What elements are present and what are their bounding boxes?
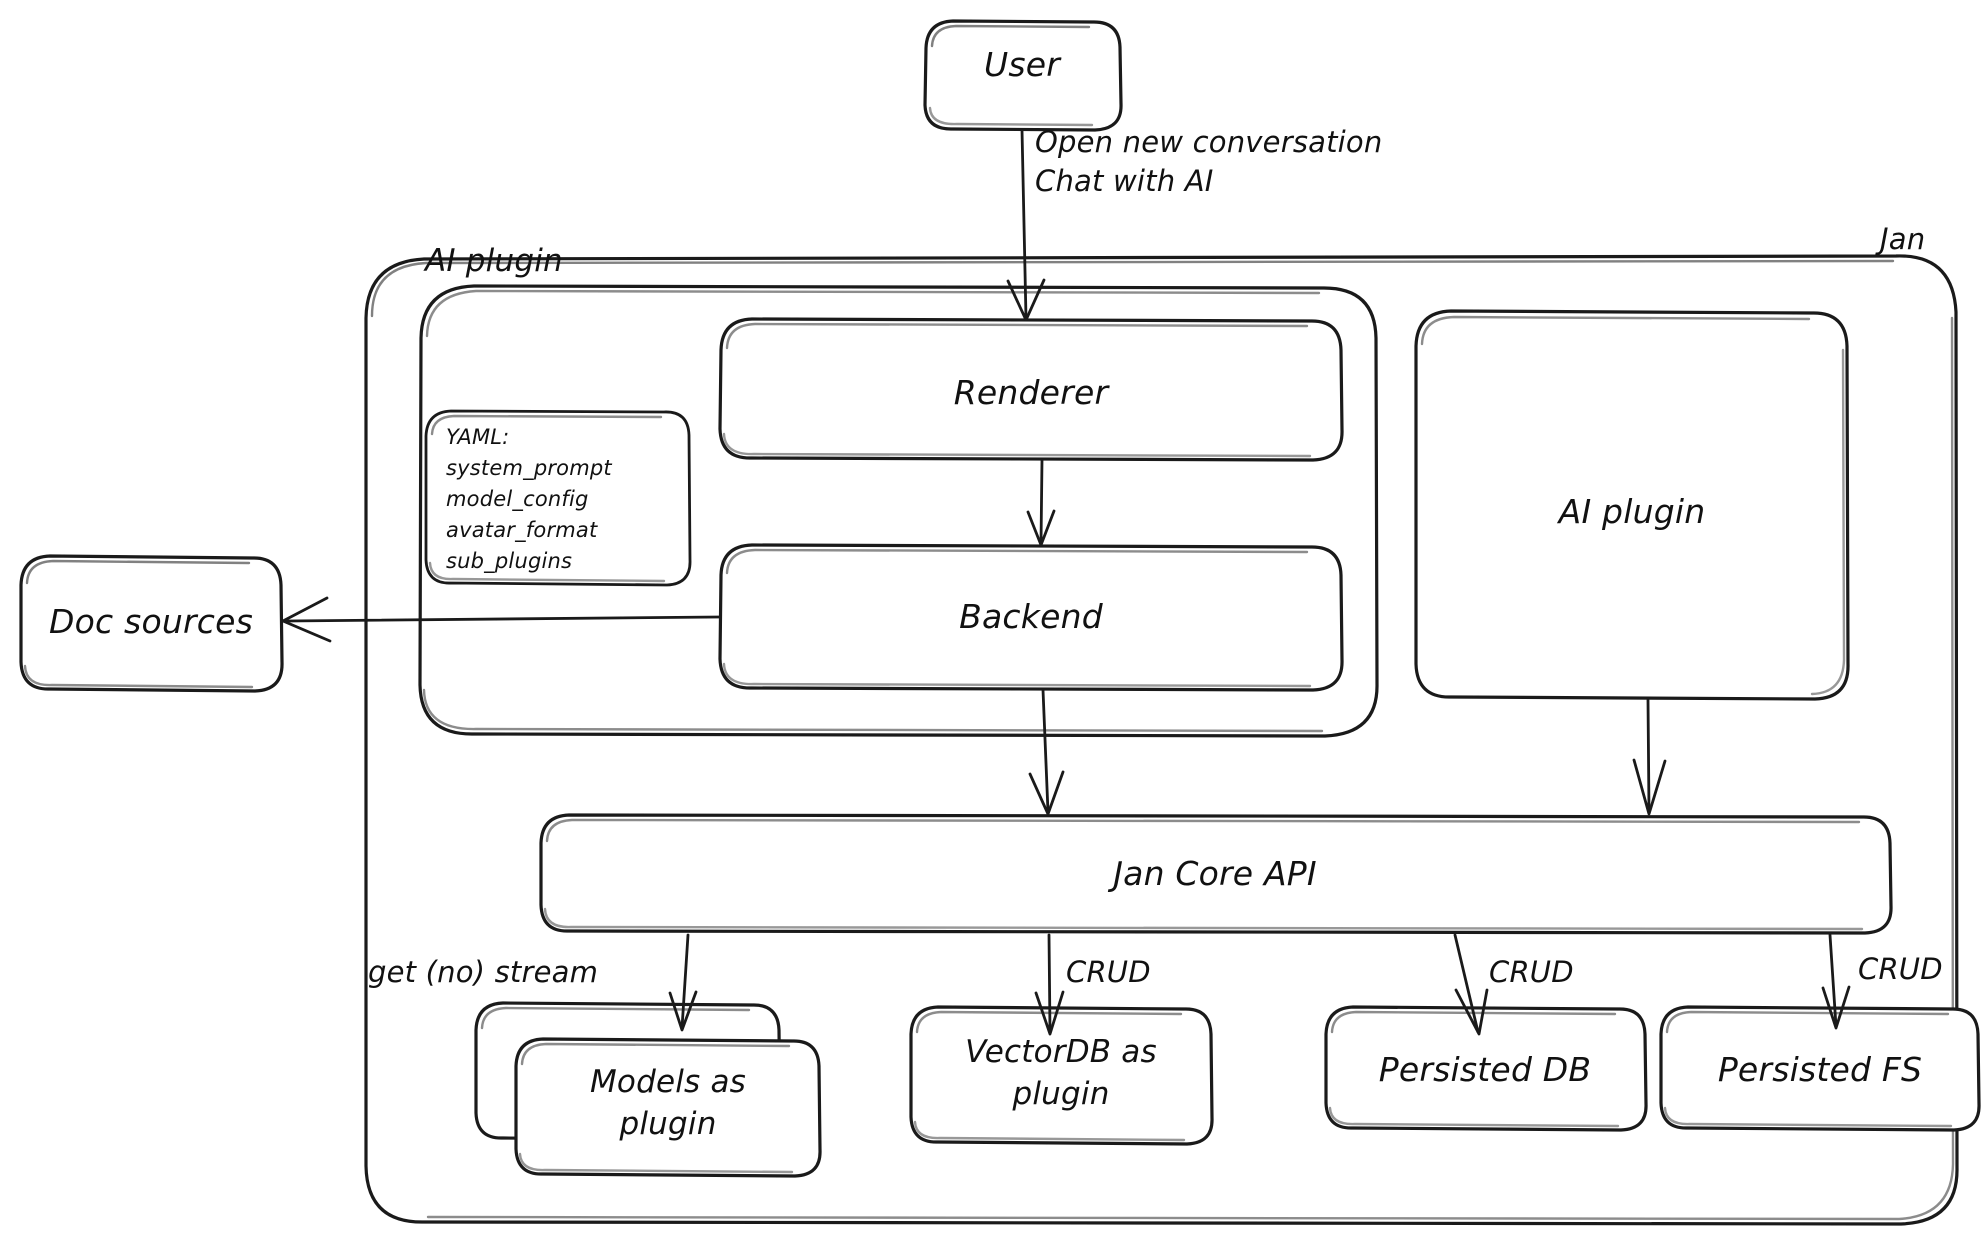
persisted-db-box-shape bbox=[1324, 1005, 1648, 1132]
doc-sources-box-shape bbox=[19, 554, 284, 693]
user-box-shape bbox=[923, 19, 1123, 132]
edge-core-to-persisted-fs bbox=[1821, 933, 1851, 1030]
edge-ai-plugin-to-core bbox=[1632, 698, 1667, 816]
persisted-fs-box-shape bbox=[1659, 1005, 1981, 1132]
renderer-box-shape bbox=[718, 317, 1344, 462]
models-plugin-box-shape bbox=[474, 1001, 822, 1178]
edge-user-to-renderer bbox=[1006, 128, 1046, 322]
jan-core-api-box-shape bbox=[539, 813, 1893, 935]
vectordb-plugin-box-shape bbox=[909, 1005, 1214, 1146]
edge-core-to-vectordb bbox=[1034, 933, 1065, 1036]
edge-backend-to-core bbox=[1028, 688, 1065, 816]
edge-core-to-persisted-db bbox=[1453, 933, 1489, 1036]
ai-plugin-box-shape bbox=[1414, 309, 1850, 701]
edge-renderer-to-backend bbox=[1026, 458, 1056, 547]
edge-backend-to-doc-sources bbox=[281, 596, 721, 643]
backend-box-shape bbox=[718, 543, 1344, 692]
edge-core-to-models bbox=[668, 933, 698, 1032]
ai-plugin-group-shape bbox=[418, 284, 1379, 738]
jan-container-shape bbox=[364, 254, 1959, 1226]
yaml-note-box-shape bbox=[424, 409, 692, 587]
